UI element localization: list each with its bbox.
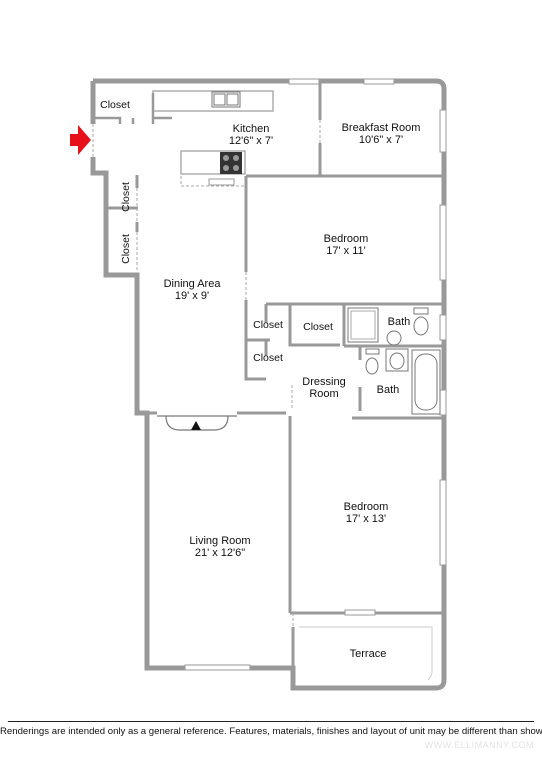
living-room-dims: 21' x 12'6" <box>195 547 245 559</box>
bathtub-icon <box>411 349 441 415</box>
left-upper-closet-label: Closet <box>120 182 132 212</box>
bedroom1-dims: 17' x 11' <box>326 245 365 257</box>
dining-area-label: Dining Area <box>164 278 222 290</box>
dining-area-dims: 19' x 9' <box>175 290 209 302</box>
toilet-icon <box>413 307 429 336</box>
doors <box>92 120 321 627</box>
living-room-label: Living Room <box>189 535 250 547</box>
bedroom2-dims: 17' x 13' <box>346 513 386 525</box>
terrace-outline <box>299 626 433 681</box>
footer-divider <box>8 721 534 722</box>
hall-upper-closet-label: Closet <box>253 319 283 331</box>
left-lower-closet-label: Closet <box>120 234 132 264</box>
bath2-toilet-icon <box>365 348 380 375</box>
dressing-room-label: Dressing <box>302 376 345 388</box>
entry-arrow-icon <box>70 125 91 155</box>
walls <box>90 78 447 691</box>
kitchen-label: Kitchen <box>233 123 270 135</box>
entry-marker-icon <box>191 421 201 430</box>
dressing-closet-label: Closet <box>303 321 333 333</box>
kitchen-closet-label: Closet <box>100 99 130 111</box>
kitchen-dims: 12'6" x 7' <box>229 135 273 147</box>
stove-icon <box>220 152 242 174</box>
bedroom2-label: Bedroom <box>344 501 389 513</box>
bath1-sink-icon <box>386 330 402 346</box>
windows <box>184 78 447 671</box>
bedroom1-label: Bedroom <box>324 233 369 245</box>
bath1-label: Bath <box>388 316 411 328</box>
kitchen-counters <box>152 90 274 175</box>
breakfast-room-label: Breakfast Room <box>342 122 421 134</box>
disclaimer-text: Renderings are intended only as a genera… <box>0 726 542 737</box>
shower-icon <box>347 307 379 343</box>
hall-lower-closet-label: Closet <box>253 352 283 364</box>
floor-plan: Kitchen 12'6" x 7' Breakfast Room 10'6" … <box>70 78 447 691</box>
bath2-sink-icon <box>385 348 409 372</box>
terrace-label: Terrace <box>350 648 387 660</box>
dressing-room-label-2: Room <box>309 388 338 400</box>
breakfast-room-dims: 10'6" x 7' <box>359 134 403 146</box>
watermark-text: WWW.ELLIMANNY.COM <box>424 740 534 750</box>
sink-icon <box>211 91 241 108</box>
bath2-label: Bath <box>377 384 400 396</box>
